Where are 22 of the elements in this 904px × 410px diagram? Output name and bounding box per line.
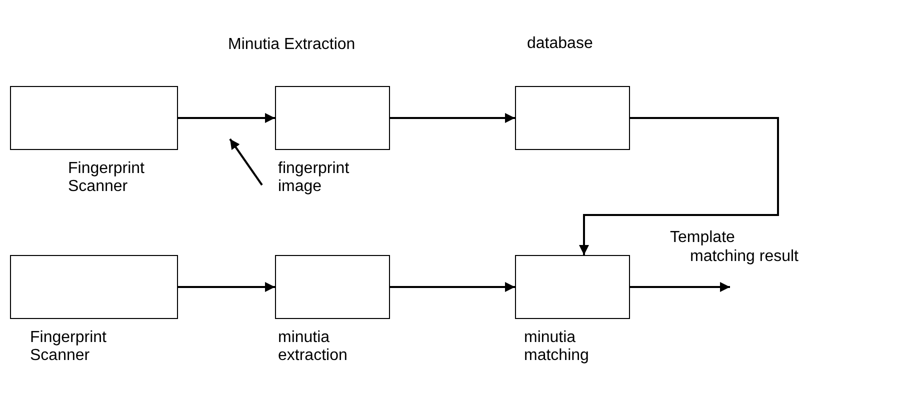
edge-label: Template <box>670 229 735 247</box>
process-box <box>275 86 390 150</box>
process-box <box>10 255 178 319</box>
arrow <box>579 117 779 255</box>
box-caption: database <box>527 35 594 53</box>
box-caption: Fingerprint Scanner <box>30 329 108 365</box>
edge-label: matching result <box>690 248 798 266</box>
process-box <box>275 255 390 319</box>
arrow <box>390 282 515 292</box>
arrow <box>630 282 730 292</box>
box-caption: Fingerprint Scanner <box>68 160 146 196</box>
annotation-text: fingerprint image <box>278 160 358 196</box>
arrow <box>178 282 275 292</box>
leader-arrow <box>229 138 263 186</box>
arrow <box>178 113 275 123</box>
process-box <box>10 86 178 150</box>
process-box <box>515 255 630 319</box>
box-caption: Minutia Extraction <box>228 36 356 54</box>
box-caption: minutia extraction <box>278 329 348 365</box>
arrow <box>390 113 515 123</box>
process-box <box>515 86 630 150</box>
box-caption: minutia matching <box>524 329 590 365</box>
